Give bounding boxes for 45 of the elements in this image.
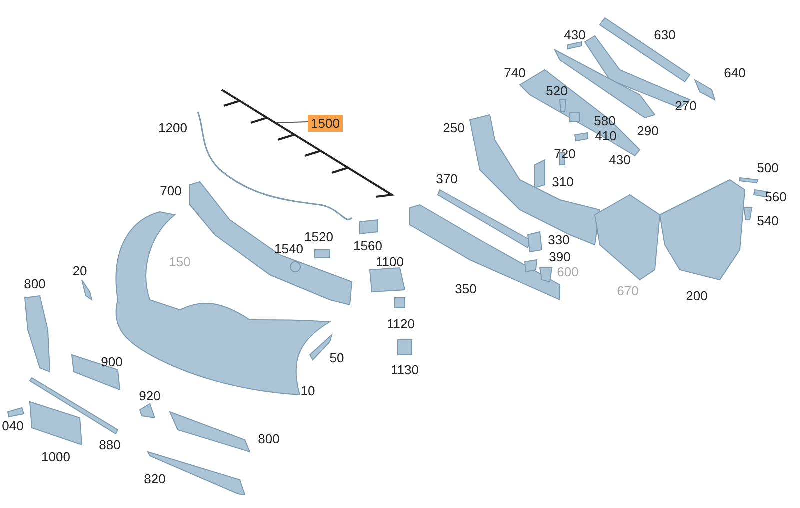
callout-number: 600 xyxy=(557,266,579,278)
callout-number: 1130 xyxy=(391,364,419,376)
callout-number: 200 xyxy=(686,290,708,302)
callout-number: 640 xyxy=(724,66,746,80)
leader-line xyxy=(276,122,308,124)
callout-number: 920 xyxy=(139,390,161,402)
callout-number: 310 xyxy=(552,176,574,188)
callout-number: 1000 xyxy=(42,450,70,464)
callout-number: 040 xyxy=(2,420,24,432)
callout-number: 900 xyxy=(101,356,123,368)
callout-number: 720 xyxy=(554,148,576,160)
callout-number: 290 xyxy=(637,124,659,138)
callout-number: 430 xyxy=(609,154,631,166)
callout-number: 1540 xyxy=(274,242,304,256)
callout-number: 520 xyxy=(546,84,568,98)
callout-number: 500 xyxy=(757,162,779,174)
callout-number: 270 xyxy=(675,100,697,112)
callout-number: 430 xyxy=(564,28,586,42)
callout-number: 1560 xyxy=(354,240,382,252)
callout-number: 10 xyxy=(300,384,316,398)
callout-number: 670 xyxy=(617,284,639,298)
callout-number: 820 xyxy=(144,472,166,486)
callout-number: 1120 xyxy=(387,318,415,330)
callout-number: 740 xyxy=(504,66,526,80)
callout-number: 350 xyxy=(455,282,477,296)
callout-number: 560 xyxy=(765,190,787,204)
callout-number: 330 xyxy=(548,234,570,246)
callout-number: 370 xyxy=(436,172,458,186)
callout-number: 20 xyxy=(72,264,88,278)
callout-number: 150 xyxy=(169,256,191,268)
callout-number: 1200 xyxy=(158,122,188,134)
callout-number: 580 xyxy=(594,114,616,128)
callout-number: 880 xyxy=(99,438,121,452)
callout-number: 540 xyxy=(757,214,779,228)
callout-number: 410 xyxy=(595,130,617,142)
callout-number: 1520 xyxy=(304,230,334,244)
callout-number: 800 xyxy=(24,278,46,290)
wiring-harness-drawing xyxy=(221,89,395,198)
callout-number: 50 xyxy=(330,352,344,364)
callout-number: 390 xyxy=(549,250,571,264)
callout-number: 1100 xyxy=(376,256,404,268)
callout-number: 700 xyxy=(160,184,182,198)
callout-number: 800 xyxy=(258,432,280,446)
callout-number: 630 xyxy=(654,28,676,42)
callout-number: 250 xyxy=(443,122,465,134)
